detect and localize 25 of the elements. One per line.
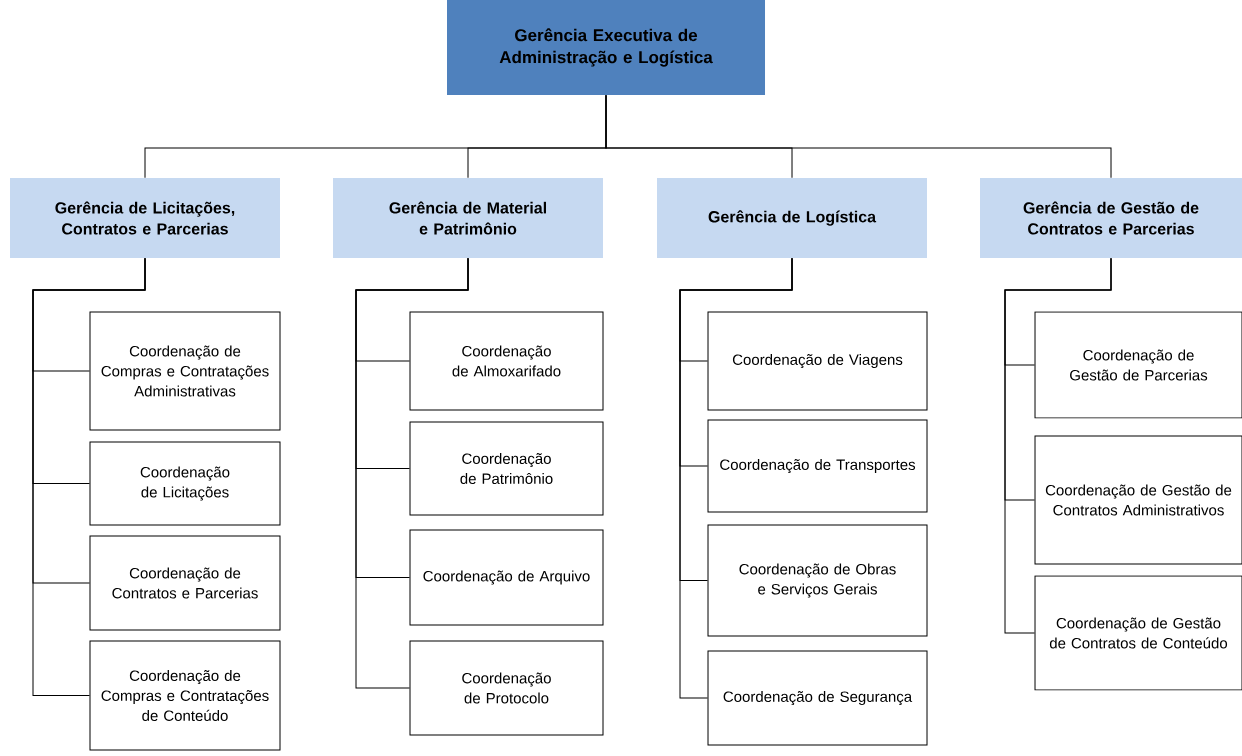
org-unit-box: Coordenação de Gestão de Contratos Administrativos <box>1034 435 1242 565</box>
org-unit-box: Coordenação de Patrimônio <box>409 421 604 516</box>
connector-line <box>32 257 146 696</box>
org-unit-box: Coordenação de Compras e Contratações Administrativas <box>89 311 281 431</box>
connector-line <box>679 257 793 699</box>
org-unit-box: Coordenação de Gestão de Parcerias <box>1034 311 1242 419</box>
org-unit-box: Gerência de Logística <box>657 178 927 258</box>
connector-line <box>605 94 1112 179</box>
org-unit-box: Coordenação de Segurança <box>707 650 928 746</box>
org-unit-box: Coordenação de Compras e Contratações de Conteúdo <box>89 640 281 751</box>
org-unit-box: Gerência Executiva de Administração e Logística <box>447 0 765 95</box>
org-unit-box: Gerência de Licitações, Contratos e Parcerias <box>10 178 280 258</box>
org-unit-box: Coordenação de Arquivo <box>409 529 604 626</box>
org-unit-box: Coordenação de Licitações <box>89 441 281 526</box>
org-unit-box: Coordenação de Protocolo <box>409 640 604 736</box>
org-unit-box: Coordenação de Almoxarifado <box>409 311 604 411</box>
org-unit-box: Coordenação de Obras e Serviços Gerais <box>707 524 928 637</box>
org-unit-box: Gerência de Material e Patrimônio <box>333 178 603 258</box>
connector-line <box>1004 257 1112 634</box>
org-unit-box: Coordenação de Transportes <box>707 419 928 513</box>
org-unit-box: Gerência de Gestão de Contratos e Parcerias <box>980 178 1242 258</box>
org-unit-box: Coordenação de Contratos e Parcerias <box>89 535 281 631</box>
connector-line <box>355 257 469 689</box>
org-unit-box: Coordenação de Viagens <box>707 311 928 411</box>
org-unit-box: Coordenação de Gestão de Contratos de Conteúdo <box>1034 575 1242 691</box>
